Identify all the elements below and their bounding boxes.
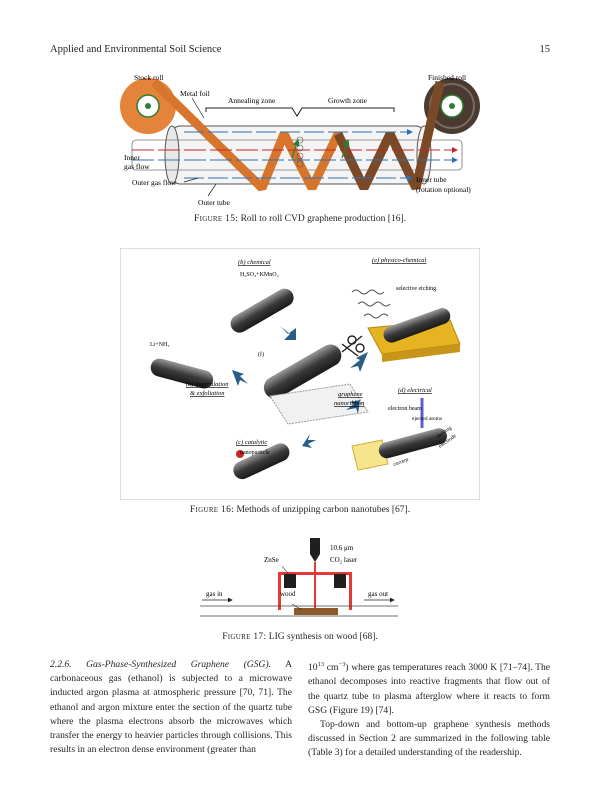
tube-chemical (230, 288, 294, 333)
figure-16-caption: Figure 16: Methods of unzipping carbon n… (0, 505, 600, 515)
wood-sample (294, 608, 338, 615)
label-inner-tube-2: (rotation optional) (416, 185, 471, 194)
label-outer-gas-flow: Outer gas flow (132, 178, 177, 187)
label-a-1: (a) intercalation (186, 381, 229, 388)
label-electron-beam: electron beam (388, 406, 422, 412)
yellow-electrode (351, 439, 389, 471)
label-ejected-atoms: ejected atoms (412, 416, 442, 422)
label-graphene-1: graphene (338, 391, 363, 398)
right-column: 1013 cm−3) where gas temperatures reach … (308, 658, 550, 761)
label-inner-gas-2: gas flow (124, 162, 150, 171)
right-paragraph-1: ) where gas temperatures reach 3000 K [7… (308, 662, 550, 716)
label-outer-tube: Outer tube (198, 198, 231, 207)
running-header: Applied and Environmental Soil Science (50, 44, 222, 55)
label-inner-tube-1: Inner tube (416, 175, 447, 184)
label-selective-etching: selective etching (396, 286, 436, 292)
scissors-icon (341, 335, 365, 357)
figure-16-unzipping-diagram: (b) chemical H₂SO₄+KMnO₄ (e) physico-che… (120, 248, 480, 500)
section-heading: 2.2.6. Gas-Phase-Synthesized Graphene (G… (50, 659, 272, 670)
figure-17-caption-text: LIG synthesis on wood [68]. (268, 632, 378, 642)
figure-17-lig-diagram: 10.6 μm CO₂ laser ZnSe gas in wood gas o… (200, 538, 398, 617)
label-laser-2: CO₂ laser (330, 556, 358, 564)
label-c-catalytic: (c) catalytic (236, 439, 267, 446)
label-wood: wood (280, 590, 296, 598)
figure-15-caption: Figure 15: Roll to roll CVD graphene pro… (0, 214, 600, 224)
left-column: 2.2.6. Gas-Phase-Synthesized Graphene (G… (50, 658, 292, 757)
page-number: 15 (539, 44, 551, 55)
label-d-electrical: (d) electrical (398, 387, 432, 394)
label-laser-1: 10.6 μm (330, 544, 354, 552)
label-graphene-2: nanoribbon (334, 400, 364, 407)
label-inner-gas-1: Inner (124, 153, 140, 162)
label-gas-out: gas out (368, 590, 388, 598)
figure-16-caption-text: Methods of unzipping carbon nanotubes [6… (236, 505, 411, 515)
figure-15-caption-label: Figure 15: (194, 214, 239, 224)
label-gas-in: gas in (206, 590, 223, 598)
graphene-nanoribbon-sheet (269, 383, 369, 425)
label-finished-roll: Finished roll (428, 73, 466, 82)
figure-17-caption: Figure 17: LIG synthesis on wood [68]. (0, 632, 600, 642)
label-e-physico: (e) physico-chemical (372, 257, 427, 264)
left-paragraph-text: A carbonaceous gas (ethanol) is subjecte… (50, 659, 292, 756)
label-a-2: & exfoliation (190, 390, 224, 397)
paragraph-gsg: 2.2.6. Gas-Phase-Synthesized Graphene (G… (50, 658, 292, 757)
label-stock-roll: Stock roll (134, 73, 163, 82)
figure-16-caption-label: Figure 16: (189, 505, 235, 515)
figure-17-caption-label: Figure 17: (222, 632, 267, 642)
label-znse: ZnSe (264, 556, 279, 564)
paragraph-density: 1013 cm−3) where gas temperatures reach … (308, 661, 550, 716)
label-b-chemical: (b) chemical (238, 259, 271, 266)
right-paragraph-2: Top-down and bottom-up graphene synthesi… (308, 719, 550, 759)
label-f: (f) (258, 351, 264, 358)
label-li-nh3: Li+NH₃ (150, 342, 169, 348)
label-annealing-zone: Annealing zone (228, 96, 276, 105)
co2-laser-head (310, 538, 320, 554)
label-b-reagent: H₂SO₄+KMnO₄ (240, 272, 279, 278)
figure-15-roll-to-roll-diagram: Stock roll Finished roll Metal foil Anne… (120, 73, 480, 207)
stock-roll (120, 78, 176, 134)
label-nanoparticle: nanoparticle (240, 450, 270, 456)
label-growth-zone: Growth zone (328, 96, 368, 105)
label-metal-foil: Metal foil (180, 89, 210, 98)
label-current: current (393, 457, 410, 468)
figure-15-caption-text: Roll to roll CVD graphene production [16… (240, 214, 406, 224)
